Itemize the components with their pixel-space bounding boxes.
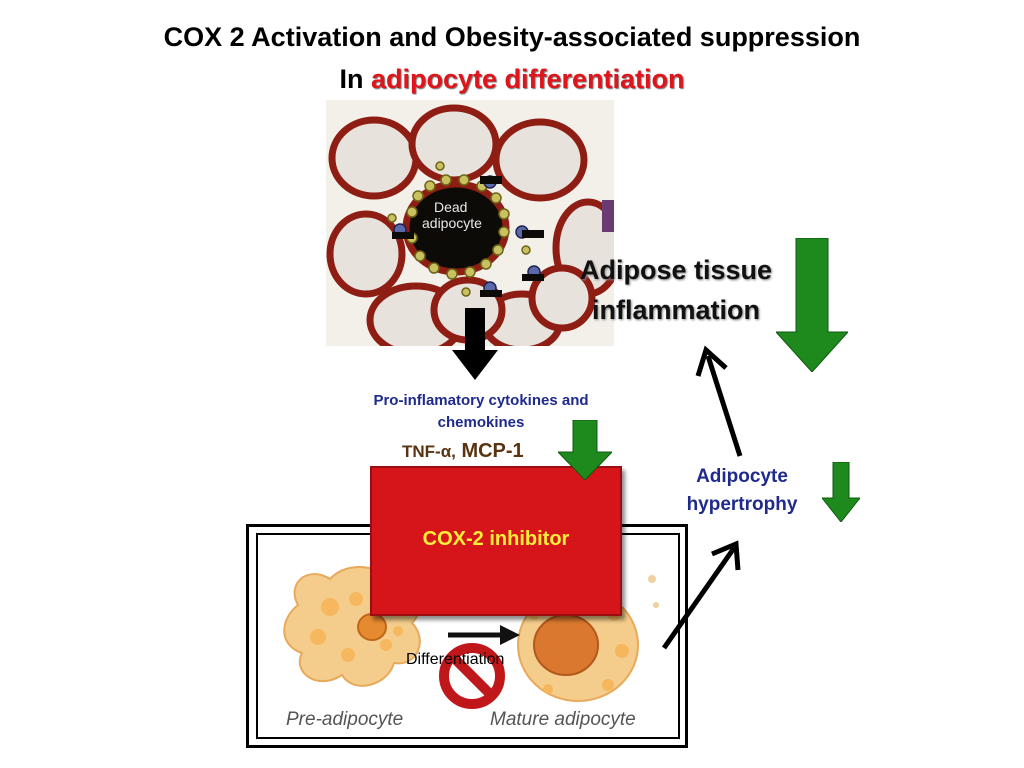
slide-title-line2: In adipocyte differentiation	[0, 64, 1024, 95]
cox2-inhibitor-box	[370, 466, 622, 616]
adipose-inflammation-line2: inflammation	[591, 295, 760, 325]
differentiation-label: Differentiation	[406, 651, 505, 668]
hypertrophy-line1: Adipocyte	[696, 466, 788, 487]
adipose-tissue-image: Dead adipocyte	[326, 100, 614, 346]
hypertrophy-line2: hypertrophy	[686, 494, 798, 515]
no-symbol-icon	[439, 643, 505, 709]
cytokines-label: Pro-inflamatory cytokines and chemokines	[350, 390, 612, 434]
mature-adipocyte-label: Mature adipocyte	[490, 709, 636, 730]
title-prefix: In	[339, 64, 371, 94]
right-arrow-icon	[448, 625, 520, 645]
pre-adipocyte-label: Pre-adipocyte	[286, 709, 404, 730]
up-arrow-black-icon	[695, 345, 743, 457]
cytokines-line1: Pro-inflamatory cytokines and	[373, 392, 589, 409]
hypertrophy-decrease-arrow-icon	[822, 462, 860, 522]
cox2-inhibitor-label: COX-2 inhibitor	[422, 528, 570, 550]
tnf-alpha-label: TNF-α,	[402, 442, 456, 461]
cytokines-decrease-arrow-icon	[558, 420, 612, 480]
mcp1-label: MCP-1	[455, 440, 524, 462]
cytokine-names: TNF-α, MCP-1	[402, 440, 524, 463]
inflammation-decrease-arrow-icon	[776, 238, 848, 372]
slide-title-line1: COX 2 Activation and Obesity-associated …	[163, 22, 861, 52]
dead-adipocyte-label-2: adipocyte	[422, 215, 482, 231]
adipose-inflammation-line1: Adipose tissue	[579, 255, 773, 285]
adipose-inflammation-label: Adipose tissue inflammation	[562, 250, 790, 330]
cytokines-line2: chemokines	[437, 414, 525, 431]
diagonal-up-arrow-icon	[661, 540, 741, 650]
dead-adipocyte-label-1: Dead	[434, 199, 467, 215]
title-highlight: adipocyte differentiation	[370, 64, 685, 94]
adipocyte-hypertrophy-label: Adipocyte hypertrophy	[668, 463, 816, 519]
down-arrow-black-icon	[452, 308, 498, 380]
